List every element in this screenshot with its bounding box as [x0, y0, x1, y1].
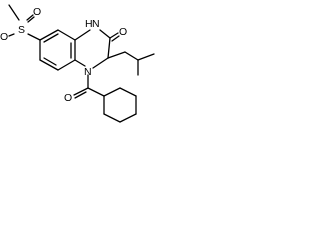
bond-n-ring: [74, 59, 86, 67]
bond-cy-5: [103, 113, 121, 123]
bond-cy-4: [119, 113, 137, 123]
atom-o-carbonyl: O: [119, 26, 127, 38]
atom-o-left: O: [0, 31, 8, 43]
bond-ring-5: [39, 59, 59, 71]
bond-carbonyl-ch: [107, 37, 111, 59]
bond-methyl-s: [8, 4, 20, 21]
bond-s-o-top: [26, 14, 34, 21]
atom-n-amide: N: [92, 18, 100, 30]
atom-s: S: [18, 24, 25, 36]
bond-carbonyl-cyclohexyl: [87, 87, 105, 97]
bond-ring-inner-1: [43, 33, 59, 43]
bond-ring-1: [39, 29, 59, 41]
bond-cy-2: [119, 87, 137, 97]
bond-ch2-ch: [124, 51, 139, 61]
bond-ch-ch2: [107, 51, 126, 59]
atom-h: H: [85, 18, 93, 30]
bond-ch-n: [92, 57, 109, 69]
bond-carbonyl-o-double: [111, 35, 120, 42]
atom-o-amide: O: [64, 92, 72, 104]
bond-ring-nh: [74, 29, 91, 41]
bond-s-o-top-double: [27, 16, 35, 23]
bond-amide-o: [73, 87, 89, 96]
bond-s-o-left: [8, 33, 15, 37]
bond-amide-o-double: [74, 91, 87, 99]
bond-ring-inner-3: [43, 57, 57, 66]
bond-carbonyl-o: [109, 32, 119, 39]
bond-cy-1: [103, 87, 121, 97]
bond-ring-2: [57, 29, 76, 41]
atom-n-ring: N: [84, 66, 92, 78]
bond-ring-4: [57, 59, 76, 71]
bond-s-ring: [27, 33, 41, 41]
atom-o-top: O: [33, 6, 41, 18]
bond-ch-me1: [137, 53, 155, 61]
bond-nh-carbonyl: [99, 29, 111, 39]
chemical-structure: S O O H N O N O: [0, 4, 155, 123]
